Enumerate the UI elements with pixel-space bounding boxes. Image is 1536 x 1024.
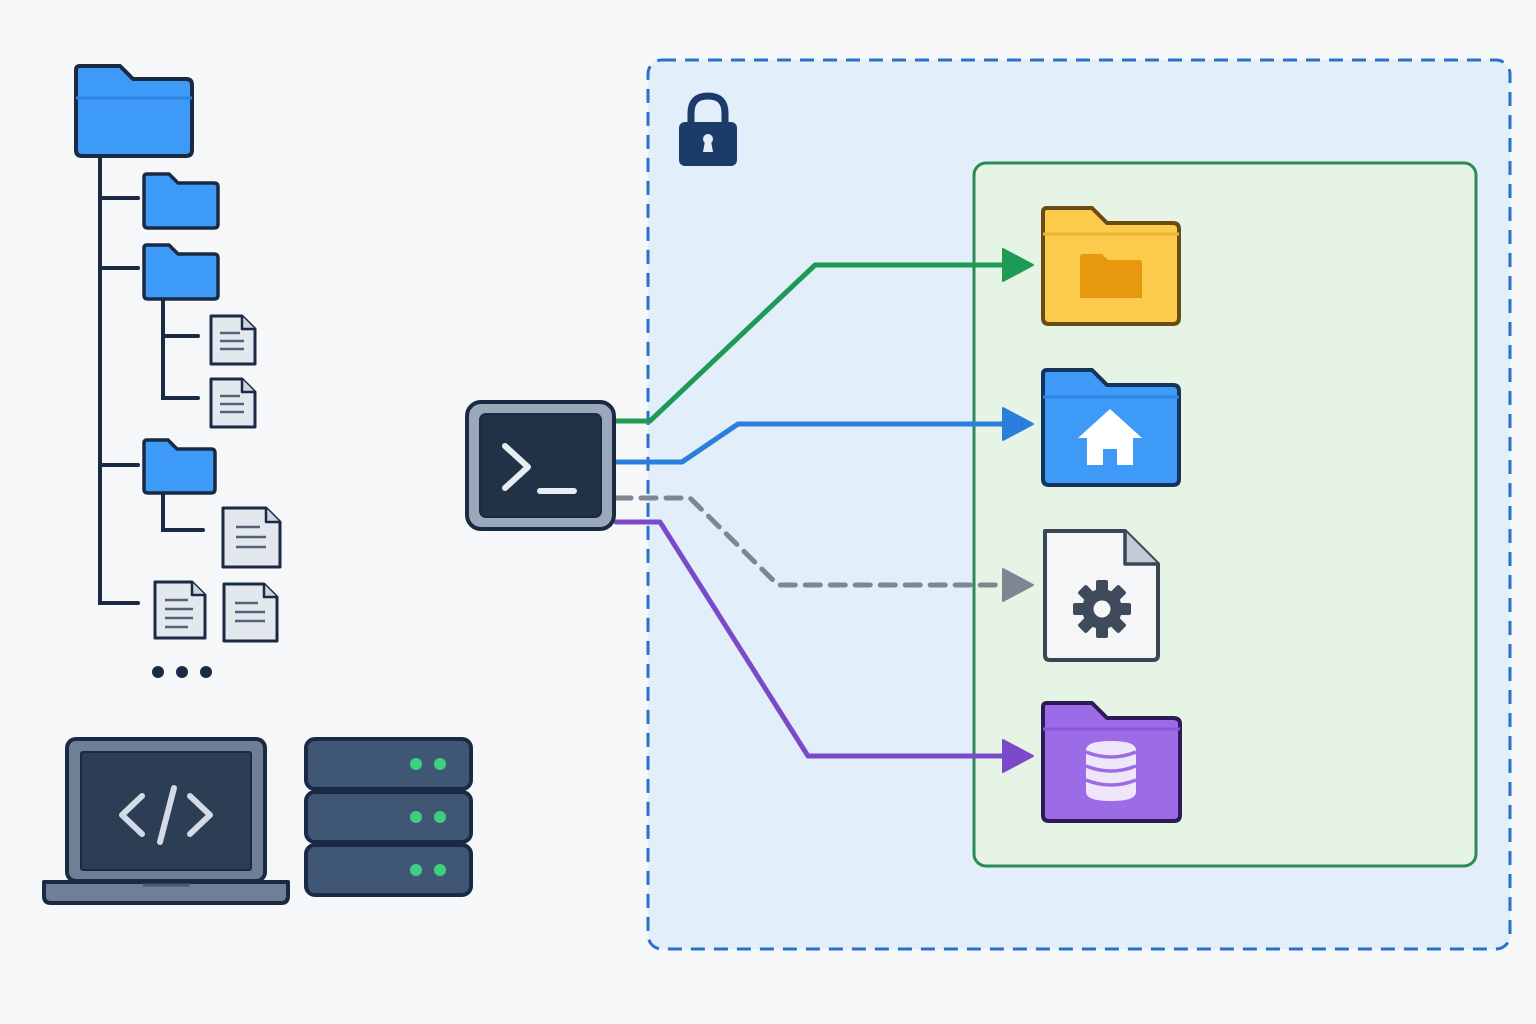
terminal-icon [465,400,616,531]
project-folder-icon [1041,206,1181,326]
gear-icon [1073,580,1131,638]
arrow-to-data-folder [613,519,1034,773]
file-tree [74,64,282,678]
sub-folder-icon [142,438,217,495]
arrow-to-home-folder [613,407,1034,465]
document-icon [222,582,279,643]
lock-icon [679,92,737,166]
root-folder-icon [74,64,194,158]
document-icon [153,580,207,640]
tree-lines [98,153,205,605]
server-status-lights [410,758,446,876]
server-rack-icon [304,737,473,897]
arrow-to-project-folder [613,248,1034,424]
workspace-area [972,161,1478,868]
arrow-to-config-file [613,495,1034,602]
document-icon [209,377,257,429]
home-folder-icon [1041,368,1181,487]
sub-folder-icon [142,172,220,230]
code-laptop-icon [42,737,290,905]
settings-file-icon [1043,529,1160,662]
sub-folder-icon [142,243,220,301]
access-arrows [613,248,1034,773]
database-folder-icon [1041,701,1182,823]
document-icon [209,314,257,366]
ellipsis-icon [152,666,212,678]
code-brackets-icon [119,785,213,845]
document-icon [221,506,282,569]
